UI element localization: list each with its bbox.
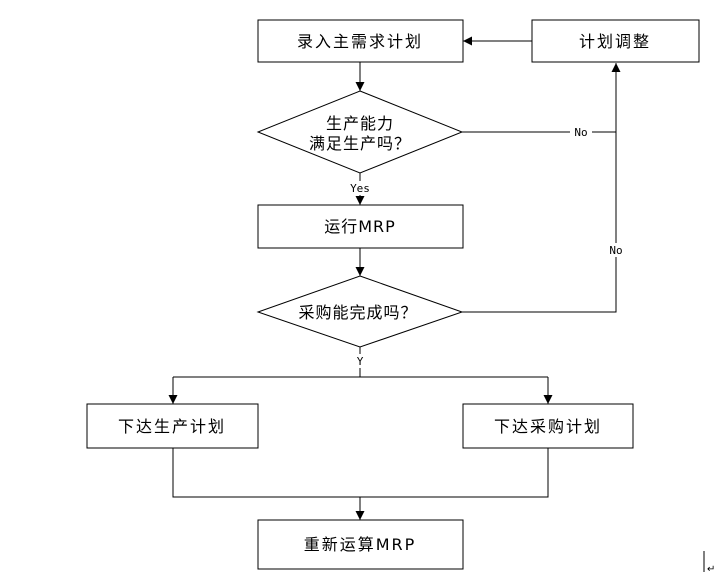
node-issue-purchase-box: [462, 403, 634, 449]
edge-label-yes-purchase: Y: [357, 355, 364, 368]
edge-label-no-purchase: No: [609, 244, 622, 257]
node-run-mrp-label: 运行MRP: [324, 217, 396, 236]
node-capacity-diamond: [256, 90, 464, 174]
label-bg-no-purchase: [605, 243, 627, 257]
node-adjust-plan-label: 计划调整: [579, 32, 651, 51]
node-issue-purchase-label: 下达采购计划: [494, 417, 602, 436]
node-input-plan-label: 录入主需求计划: [297, 32, 423, 51]
paragraph-mark-icon: ↵: [707, 564, 715, 575]
label-bg-no-capacity: [570, 125, 592, 139]
node-capacity-label-line2: 满足生产吗？: [309, 134, 411, 153]
edge-merge-lines: [172, 448, 549, 498]
node-issue-production-label: 下达生产计划: [118, 417, 226, 436]
label-bg-yes-capacity: [344, 181, 376, 195]
edge-label-no-capacity: No: [574, 126, 587, 139]
node-capacity-label-line1: 生产能力: [326, 114, 394, 133]
node-adjust-plan-box: [531, 19, 700, 63]
edge-capacity-no-to-adjust: [462, 63, 621, 133]
node-purchase-check-label: 采购能完成吗？: [298, 303, 417, 322]
edge-purchase-no-to-adjust: [462, 132, 617, 313]
label-bg-yes-purchase: [352, 354, 368, 368]
node-rerun-mrp-label: 重新运算MRP: [304, 535, 417, 554]
node-issue-production-box: [86, 403, 259, 449]
node-purchase-diamond: [256, 275, 464, 348]
node-run-mrp-box: [257, 204, 464, 249]
node-input-plan-box: [257, 19, 464, 63]
edge-label-yes-capacity: Yes: [350, 182, 370, 195]
node-rerun-mrp-box: [257, 519, 464, 570]
